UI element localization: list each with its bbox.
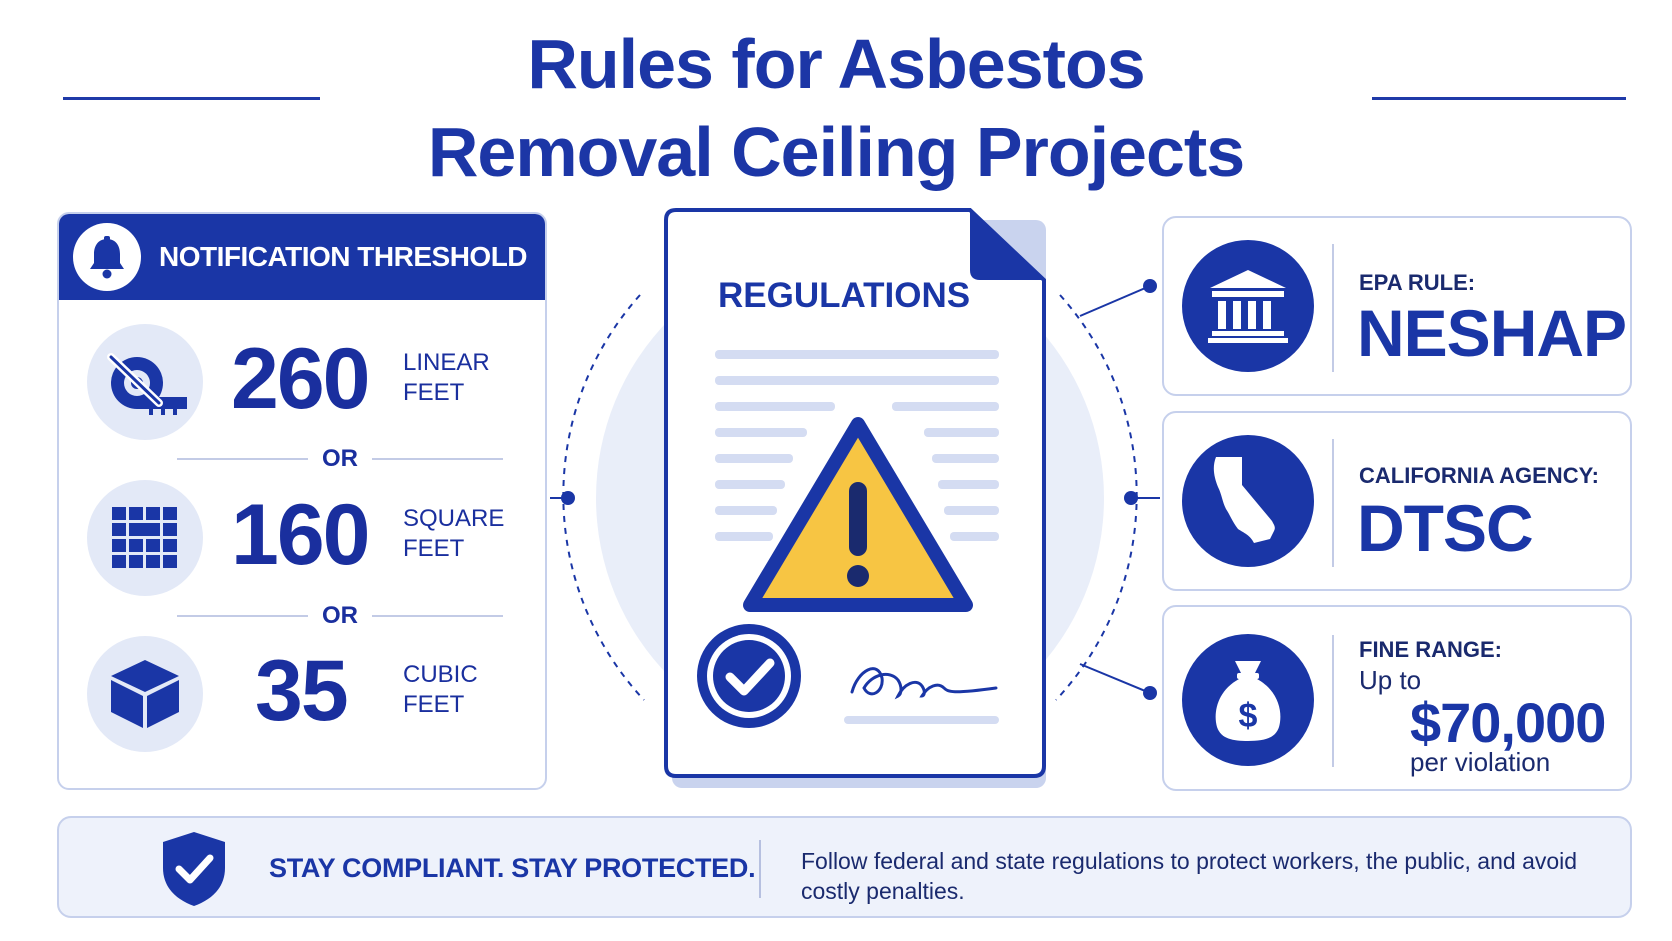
epa-rule-value: NESHAP bbox=[1357, 296, 1627, 370]
money-bag-icon: $ bbox=[1182, 634, 1314, 766]
or-separator-1: OR bbox=[177, 444, 503, 474]
cubic-feet-unit: CUBIC FEET bbox=[403, 660, 543, 720]
threshold-cubic-feet: 35 CUBIC FEET bbox=[59, 634, 545, 754]
square-feet-unit: SQUARE FEET bbox=[403, 504, 543, 564]
unit-line-1: SQUARE bbox=[403, 505, 505, 532]
connector-dot-bottom bbox=[1143, 686, 1157, 700]
title-rule-right bbox=[1372, 97, 1626, 100]
government-building-icon bbox=[1182, 240, 1314, 372]
svg-text:$: $ bbox=[1239, 697, 1258, 735]
unit-line-1: CUBIC bbox=[403, 661, 478, 688]
bell-icon bbox=[73, 223, 141, 291]
fine-prefix: Up to bbox=[1359, 665, 1422, 695]
fine-value: $70,000 bbox=[1410, 691, 1606, 754]
grid-icon bbox=[87, 480, 203, 596]
california-agency-card: CALIFORNIA AGENCY: DTSC bbox=[1162, 411, 1632, 591]
page-title-line-1: Rules for Asbestos bbox=[527, 25, 1145, 103]
fine-range-card: $ FINE RANGE: Up to $70,000 per violatio… bbox=[1162, 605, 1632, 791]
california-agency-value: DTSC bbox=[1357, 491, 1534, 565]
square-feet-value: 160 bbox=[231, 487, 370, 583]
or-label: OR bbox=[322, 445, 358, 472]
regulations-document-illustration: REGULATIONS bbox=[550, 208, 1160, 788]
epa-rule-label: EPA RULE: bbox=[1359, 270, 1476, 295]
connector-line-top bbox=[1079, 285, 1151, 317]
tape-measure-icon bbox=[87, 324, 203, 440]
fine-suffix: per violation bbox=[1410, 747, 1551, 777]
banner-body-text: Follow federal and state regulations to … bbox=[801, 848, 1578, 904]
linear-feet-unit: LINEAR FEET bbox=[403, 348, 543, 408]
california-agency-label: CALIFORNIA AGENCY: bbox=[1359, 463, 1599, 488]
or-label: OR bbox=[322, 602, 358, 629]
cube-icon bbox=[87, 636, 203, 752]
unit-line-1: LINEAR bbox=[403, 349, 490, 376]
dashed-arc-right bbox=[1055, 294, 1138, 701]
notification-threshold-title: NOTIFICATION THRESHOLD bbox=[159, 241, 528, 272]
document-fold bbox=[970, 210, 1044, 280]
linear-feet-value: 260 bbox=[231, 331, 370, 427]
document-heading: REGULATIONS bbox=[718, 276, 970, 315]
unit-line-2: FEET bbox=[403, 691, 465, 718]
approval-seal-icon bbox=[697, 624, 801, 728]
notification-threshold-header: NOTIFICATION THRESHOLD bbox=[59, 214, 545, 300]
page-title-line-2: Removal Ceiling Projects bbox=[427, 113, 1245, 191]
notification-threshold-panel: NOTIFICATION THRESHOLD 260 LINEAR FEET O… bbox=[57, 212, 547, 790]
cubic-feet-value: 35 bbox=[255, 643, 349, 739]
epa-rule-card: EPA RULE: NESHAP bbox=[1162, 216, 1632, 396]
signature bbox=[850, 667, 998, 700]
dashed-arc-left bbox=[562, 294, 645, 701]
connector-line-bottom bbox=[1079, 663, 1151, 694]
threshold-square-feet: 160 SQUARE FEET bbox=[59, 478, 545, 598]
document-text-lines bbox=[715, 350, 999, 724]
fine-range-label: FINE RANGE: bbox=[1359, 637, 1502, 662]
warning-icon bbox=[743, 417, 973, 612]
compliance-banner: STAY COMPLIANT. STAY PROTECTED. Follow f… bbox=[57, 816, 1632, 918]
unit-line-2: FEET bbox=[403, 379, 465, 406]
connector-dot-top bbox=[1143, 279, 1157, 293]
banner-headline: STAY COMPLIANT. STAY PROTECTED. bbox=[269, 853, 756, 883]
threshold-linear-feet: 260 LINEAR FEET bbox=[59, 322, 545, 442]
title-rule-left bbox=[63, 97, 320, 100]
shield-check-icon bbox=[163, 832, 225, 906]
california-map-icon bbox=[1182, 435, 1314, 567]
unit-line-2: FEET bbox=[403, 535, 465, 562]
or-separator-2: OR bbox=[177, 601, 503, 631]
